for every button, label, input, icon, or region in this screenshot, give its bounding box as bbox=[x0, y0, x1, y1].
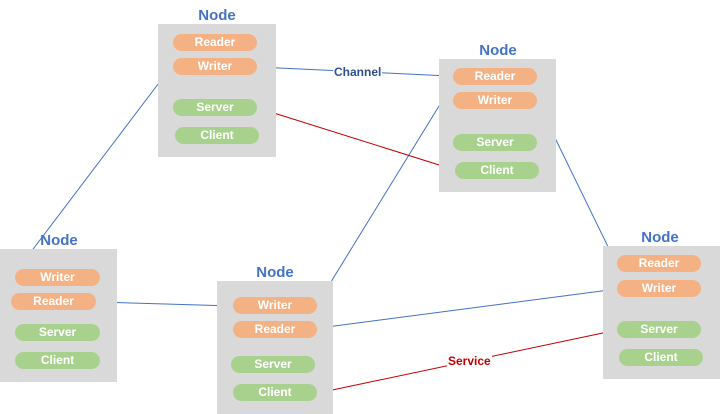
client-pill: Client bbox=[619, 349, 703, 366]
channel-edge-bottom-to-left bbox=[96, 298, 234, 307]
server-pill: Server bbox=[173, 99, 257, 116]
server-pill: Server bbox=[231, 356, 315, 373]
reader-pill: Reader bbox=[233, 321, 317, 338]
node-title: Node bbox=[40, 232, 78, 249]
writer-pill: Writer bbox=[233, 297, 317, 314]
writer-pill: Writer bbox=[173, 58, 257, 75]
reader-pill: Reader bbox=[173, 34, 257, 51]
channel-label: Channel bbox=[333, 65, 383, 79]
reader-pill: Reader bbox=[617, 255, 701, 272]
server-pill: Server bbox=[617, 321, 701, 338]
node-title: Node bbox=[641, 229, 679, 246]
server-pill: Server bbox=[453, 134, 537, 151]
node-title: Node bbox=[256, 264, 294, 281]
reader-pill: Reader bbox=[11, 293, 96, 310]
client-pill: Client bbox=[15, 352, 100, 369]
node-title: Node bbox=[198, 7, 236, 24]
service-label: Service bbox=[447, 354, 492, 368]
service-edge-top-to-right bbox=[257, 107, 456, 172]
channel-edge-left-to-top bbox=[14, 66, 172, 274]
writer-pill: Writer bbox=[453, 92, 537, 109]
client-pill: Client bbox=[233, 384, 317, 401]
channel-edge-bottom-to-right bbox=[317, 79, 456, 304]
client-pill: Client bbox=[175, 127, 259, 144]
writer-pill: Writer bbox=[15, 269, 100, 286]
channel-edge-farright-to-bottom bbox=[318, 288, 618, 331]
client-pill: Client bbox=[455, 162, 539, 179]
writer-pill: Writer bbox=[617, 280, 701, 297]
reader-pill: Reader bbox=[453, 68, 537, 85]
node-title: Node bbox=[479, 42, 517, 59]
server-pill: Server bbox=[15, 324, 100, 341]
